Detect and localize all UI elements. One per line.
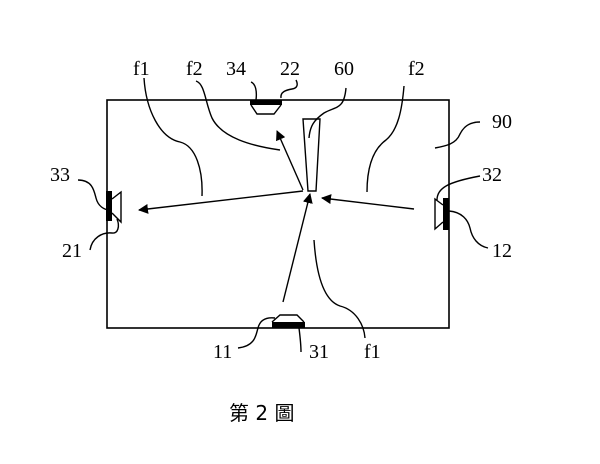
label-90: 90	[492, 111, 512, 133]
label-21: 21	[62, 240, 82, 262]
label-34: 34	[226, 58, 246, 80]
label-f1-bottom: f1	[364, 341, 381, 363]
leader-34	[250, 81, 258, 101]
arrow-from-bottom	[282, 193, 313, 303]
left-transducer-21	[111, 190, 122, 224]
curve-f2-top-left	[195, 80, 281, 151]
leader-32	[436, 175, 481, 201]
label-31: 31	[309, 341, 329, 363]
label-33: 33	[50, 164, 70, 186]
curve-f1-bottom	[313, 239, 366, 339]
label-32: 32	[482, 164, 502, 186]
bottom-base-31	[272, 322, 305, 328]
leader-31	[298, 327, 302, 353]
label-f2-top-left: f2	[186, 58, 203, 80]
bottom-transducer-11	[271, 314, 305, 323]
right-transducer-12	[434, 197, 444, 231]
arrow-from-right	[321, 194, 415, 210]
label-f2-top-right: f2	[408, 58, 425, 80]
leader-21	[89, 218, 120, 251]
label-12: 12	[492, 240, 512, 262]
leader-12	[448, 210, 489, 249]
curve-f2-top-right	[366, 85, 405, 193]
figure-caption: 第 2 圖	[229, 401, 294, 425]
right-base-32	[443, 198, 449, 230]
leader-90	[434, 121, 481, 149]
label-f1-top: f1	[133, 58, 150, 80]
label-11: 11	[213, 341, 232, 363]
top-base-34	[250, 100, 282, 105]
leader-60	[308, 87, 347, 139]
leader-22	[280, 79, 298, 99]
arrow-left	[138, 190, 304, 214]
curve-f1-top	[143, 77, 203, 197]
label-60: 60	[334, 58, 354, 80]
tapered-element-60	[302, 118, 321, 192]
top-transducer-22	[250, 104, 282, 115]
leader-33	[77, 179, 111, 211]
label-22: 22	[280, 58, 300, 80]
arrow-up	[276, 130, 304, 191]
left-base-33	[106, 191, 112, 221]
leader-11	[237, 317, 276, 349]
